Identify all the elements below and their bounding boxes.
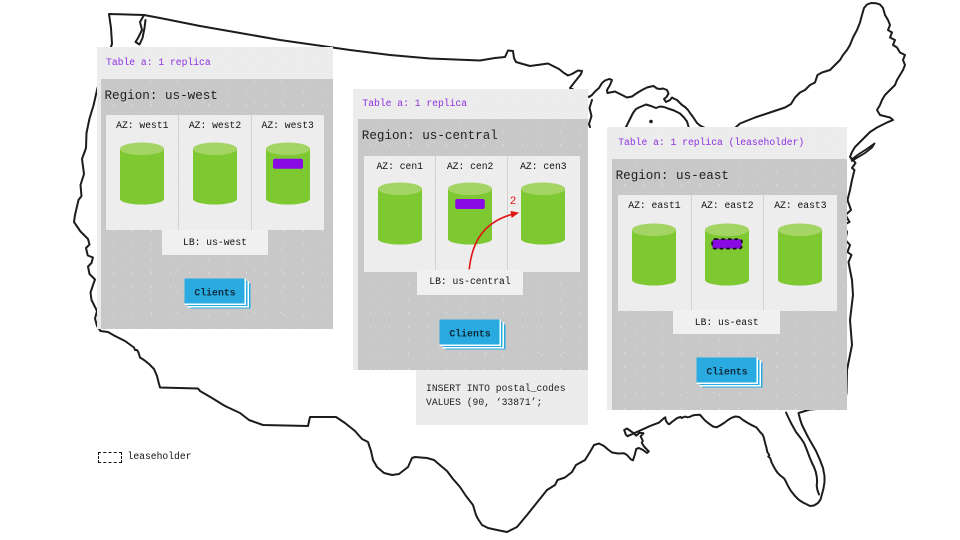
svg-text:Clients: Clients (707, 367, 748, 378)
svg-text:Clients: Clients (195, 288, 236, 299)
svg-text:Clients: Clients (450, 329, 491, 340)
svg-text:2: 2 (510, 196, 517, 208)
